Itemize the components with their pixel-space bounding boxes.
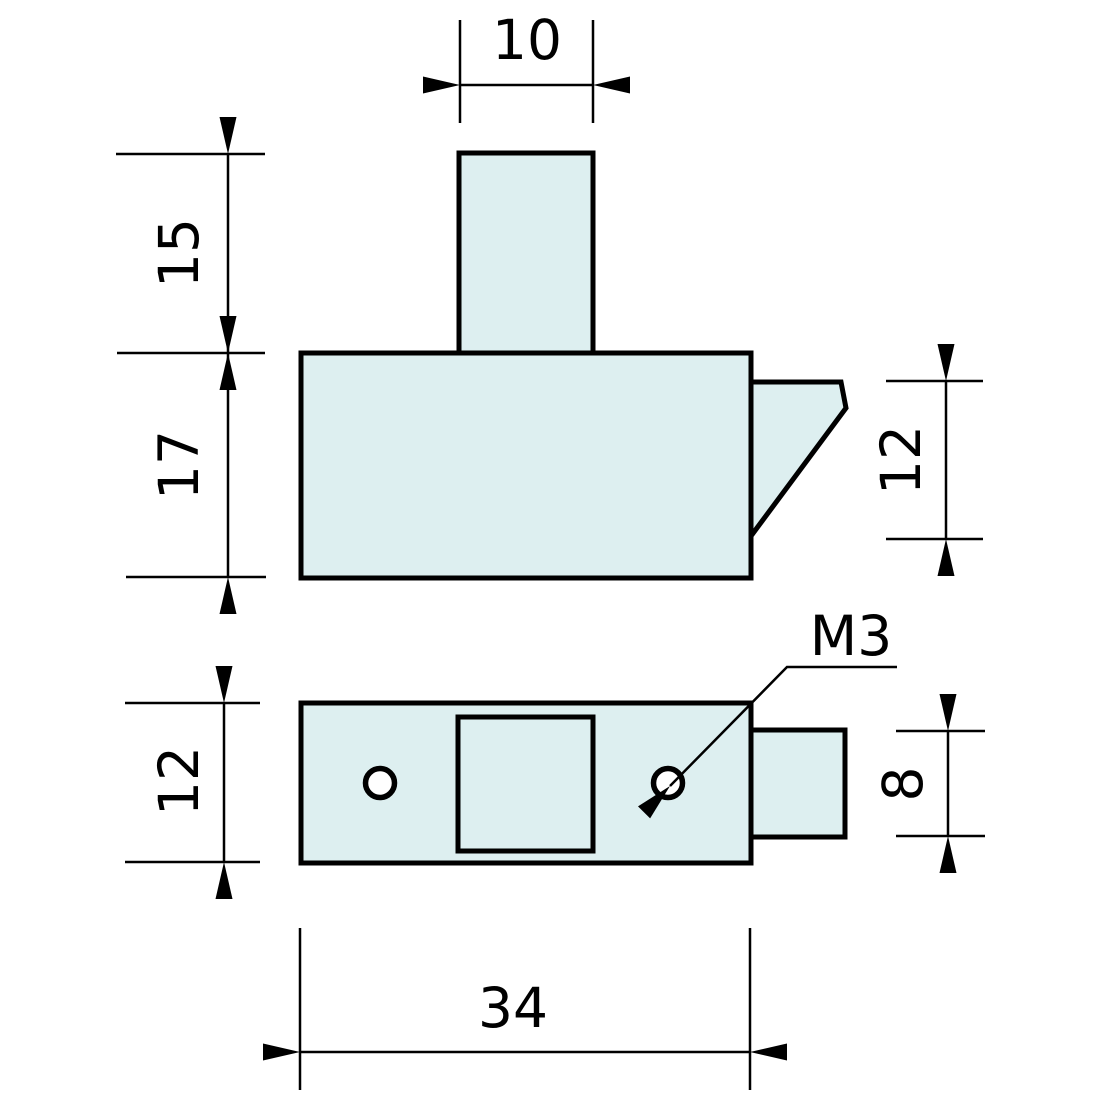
square-hole (455, 714, 596, 854)
dimension-tab-height: 8 (871, 694, 985, 873)
bolt-shape (456, 150, 596, 356)
thread-callout: M3 (637, 604, 897, 819)
body-front-shape (298, 350, 754, 581)
screw-hole-right (650, 765, 686, 801)
leader-line (637, 665, 897, 819)
dimension-bolt-width: 10 (423, 8, 630, 123)
dimension-label-bolt-height: 15 (147, 218, 211, 288)
dimension-bolt-height: 15 (116, 117, 265, 390)
dimension-body-length: 34 (263, 928, 787, 1090)
dimension-label-latch-height: 12 (869, 425, 933, 495)
latch-wedge-shape (748, 379, 849, 544)
thread-callout-label: M3 (810, 604, 892, 668)
bottom-view (298, 700, 848, 866)
dimension-latch-height: 12 (869, 344, 983, 576)
dimension-label-body-height: 17 (147, 430, 211, 500)
tab-shape (748, 727, 848, 840)
screw-hole-left (362, 765, 398, 801)
dimension-label-bolt-width: 10 (492, 8, 562, 72)
dimension-label-tab-height: 8 (871, 767, 935, 802)
dimension-label-body-length: 34 (478, 976, 548, 1040)
dimension-label-plate-height: 12 (147, 746, 211, 816)
dimension-plate-height: 12 (125, 666, 260, 899)
dimension-body-height: 17 (126, 316, 266, 614)
front-view (298, 150, 849, 581)
